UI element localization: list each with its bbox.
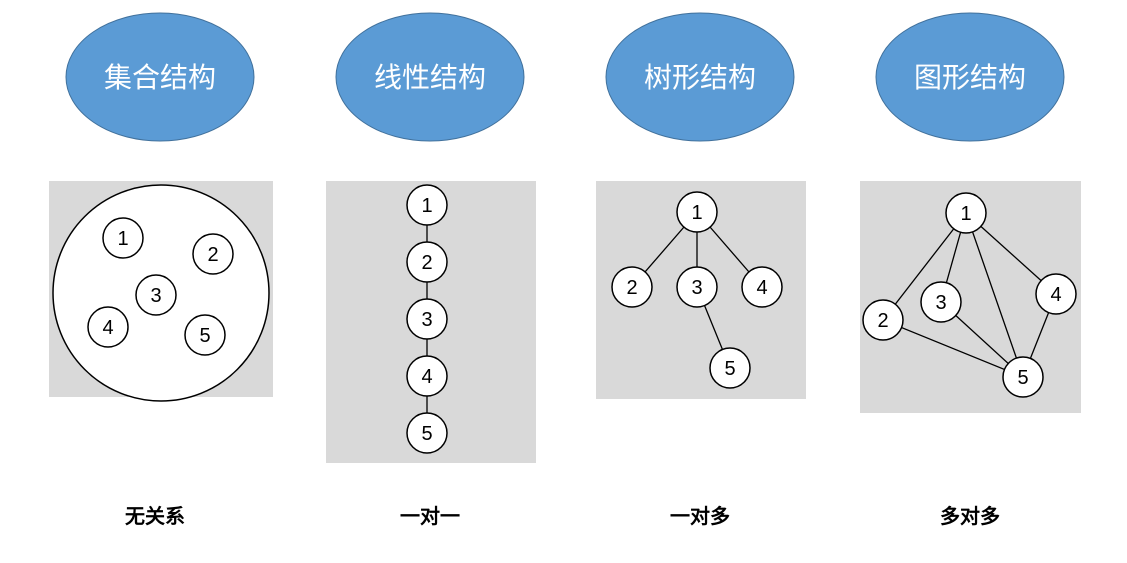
node-label: 5: [1017, 367, 1028, 389]
structure-linear: 线性结构 1 2 3 4 5 一对一: [326, 12, 536, 528]
node-circle: [1035, 273, 1077, 315]
relation-caption: 一对多: [670, 504, 730, 528]
structure-set: 集合结构 1 2 3 4 5 无关系: [49, 12, 273, 528]
node-circle: [406, 184, 448, 226]
node-5: 5: [709, 347, 751, 389]
node-2: 2: [862, 299, 904, 341]
structure-title: 线性结构: [374, 61, 486, 94]
edge-1-5: [965, 212, 1024, 378]
title-ellipse: [335, 12, 525, 142]
title-ellipse: [605, 12, 795, 142]
node-3: 3: [135, 274, 177, 316]
node-circle: [406, 412, 448, 454]
edge-1-2: [882, 212, 967, 321]
node-circle: [135, 274, 177, 316]
node-2: 2: [611, 266, 653, 308]
node-circle: [676, 191, 718, 233]
node-label: 3: [691, 277, 702, 299]
node-label: 3: [150, 285, 161, 307]
structure-graph: 图形结构 1 2 3 4 5 多对多: [860, 12, 1081, 528]
structure-title: 树形结构: [644, 61, 756, 94]
node-label: 4: [756, 277, 767, 299]
structure-title: 图形结构: [914, 61, 1026, 94]
node-circle: [709, 347, 751, 389]
node-2: 2: [406, 241, 448, 283]
node-circle: [920, 281, 962, 323]
relation-caption: 一对一: [400, 504, 460, 528]
node-1: 1: [406, 184, 448, 226]
node-label: 1: [960, 203, 971, 225]
node-label: 1: [691, 202, 702, 224]
node-1: 1: [945, 192, 987, 234]
node-circle: [945, 192, 987, 234]
node-label: 2: [421, 252, 432, 274]
node-circle: [862, 299, 904, 341]
node-circle: [184, 314, 226, 356]
node-circle: [406, 298, 448, 340]
node-label: 1: [117, 228, 128, 250]
node-1: 1: [102, 217, 144, 259]
node-4: 4: [87, 306, 129, 348]
node-label: 5: [724, 358, 735, 380]
structure-tree: 树形结构 1 2 3 4 5 一对多: [596, 12, 806, 528]
node-circle: [741, 266, 783, 308]
node-label: 4: [421, 366, 432, 388]
node-label: 5: [421, 423, 432, 445]
node-3: 3: [676, 266, 718, 308]
node-label: 5: [199, 325, 210, 347]
node-circle: [192, 233, 234, 275]
title-ellipse: [875, 12, 1065, 142]
edge-2-5: [882, 319, 1024, 378]
node-label: 4: [102, 317, 113, 339]
node-3: 3: [920, 281, 962, 323]
node-circle: [87, 306, 129, 348]
node-circle: [406, 355, 448, 397]
relation-caption: 多对多: [940, 504, 1000, 528]
node-label: 1: [421, 195, 432, 217]
node-4: 4: [406, 355, 448, 397]
structure-title: 集合结构: [104, 61, 216, 94]
node-3: 3: [406, 298, 448, 340]
node-label: 3: [421, 309, 432, 331]
relation-caption: 无关系: [125, 504, 185, 528]
node-4: 4: [1035, 273, 1077, 315]
node-label: 3: [935, 292, 946, 314]
node-circle: [611, 266, 653, 308]
node-circle: [406, 241, 448, 283]
node-circle: [1002, 356, 1044, 398]
node-label: 2: [877, 310, 888, 332]
node-label: 2: [207, 244, 218, 266]
title-ellipse: [65, 12, 255, 142]
node-label: 2: [626, 277, 637, 299]
node-5: 5: [184, 314, 226, 356]
node-5: 5: [1002, 356, 1044, 398]
node-circle: [102, 217, 144, 259]
node-1: 1: [676, 191, 718, 233]
node-2: 2: [192, 233, 234, 275]
node-4: 4: [741, 266, 783, 308]
node-5: 5: [406, 412, 448, 454]
node-circle: [676, 266, 718, 308]
node-label: 4: [1050, 284, 1061, 306]
